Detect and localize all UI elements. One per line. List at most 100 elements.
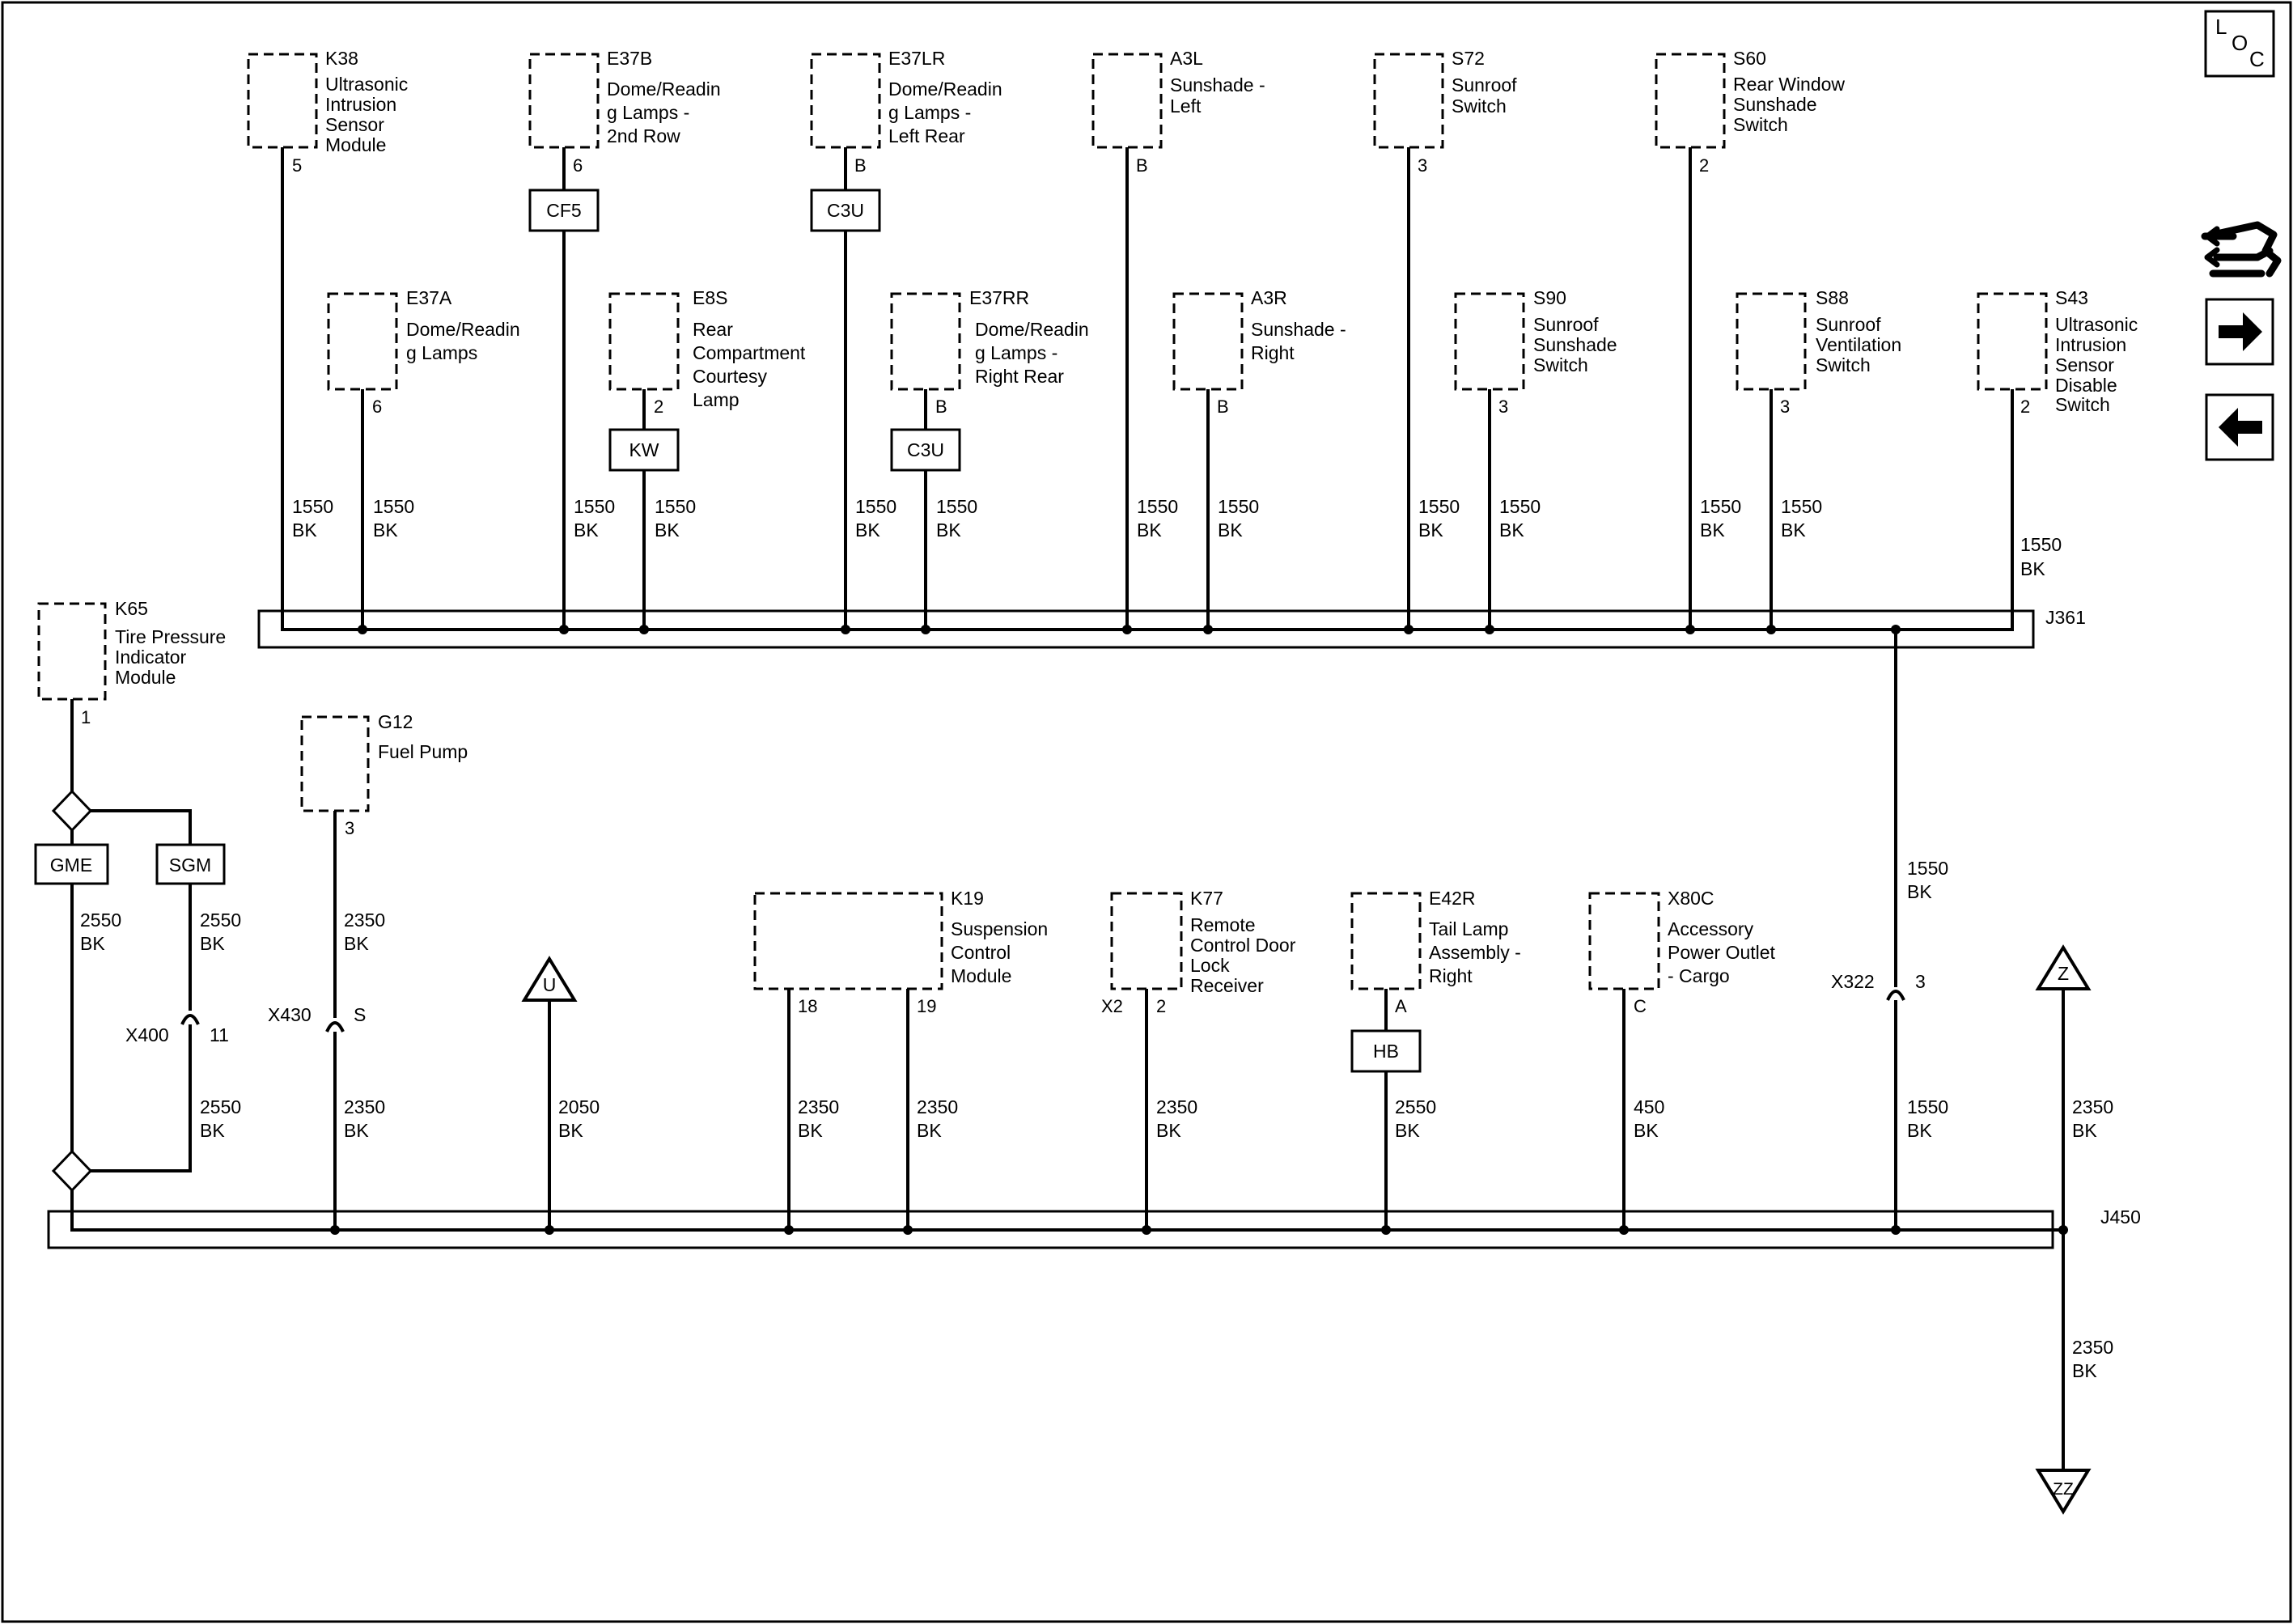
pin-label: 6 xyxy=(372,396,382,417)
reference-z[interactable]: Z xyxy=(2035,944,2092,990)
connector-c3u-top: C3U xyxy=(810,189,881,232)
loc-letter-c: C xyxy=(2249,47,2265,71)
svg-text:1550: 1550 xyxy=(1781,496,1822,517)
reference-zz[interactable]: ZZ xyxy=(2035,1469,2092,1515)
svg-text:BK: BK xyxy=(1137,519,1162,541)
svg-text:2550: 2550 xyxy=(80,910,121,931)
reference-u[interactable]: U xyxy=(521,956,578,1002)
component-k38[interactable]: K38 Ultrasonic Intrusion Sensor Module 5 xyxy=(247,48,413,176)
svg-text:3: 3 xyxy=(1915,971,1926,992)
component-x80c[interactable]: X80C Accessory Power Outlet - Cargo C xyxy=(1588,888,1780,1016)
svg-text:BK: BK xyxy=(1907,881,1932,902)
component-k19[interactable]: K19 Suspension Control Module 18 19 xyxy=(753,888,1053,1016)
component-s43[interactable]: S43 Ultrasonic Intrusion Sensor Disable … xyxy=(1977,287,2143,417)
wiring-harness-icon[interactable] xyxy=(2201,221,2282,278)
component-s88[interactable]: S88 Sunroof Ventilation Switch 3 xyxy=(1736,287,1907,417)
splice-j361[interactable]: J361 xyxy=(257,607,2086,649)
svg-text:450: 450 xyxy=(1634,1096,1664,1117)
previous-page-button[interactable] xyxy=(2205,393,2274,461)
svg-text:Sunroof Switch: Sunroof Switch xyxy=(1452,74,1522,117)
inline-connector-x400 xyxy=(180,1014,200,1025)
component-s72[interactable]: S72 Sunroof Switch 3 xyxy=(1373,48,1522,176)
component-k77[interactable]: K77 Remote Control Door Lock Receiver X2… xyxy=(1101,888,1301,1016)
svg-text:BK: BK xyxy=(80,933,105,954)
svg-text:BK: BK xyxy=(373,519,398,541)
svg-text:BK: BK xyxy=(200,1120,225,1141)
option-diamond-bottom xyxy=(51,1149,93,1193)
component-e37rr[interactable]: E37RR Dome/Readin g Lamps - Right Rear B xyxy=(890,287,1094,417)
svg-text:Accessory Power Outlet: Accessory Power Outlet - Cargo xyxy=(1668,918,1780,986)
svg-text:Remote Control Door: Remote Control Door Lock Receiver xyxy=(1190,914,1301,996)
svg-text:2350: 2350 xyxy=(798,1096,839,1117)
svg-text:G12: G12 xyxy=(378,711,413,732)
location-button[interactable]: L O C xyxy=(2204,10,2275,78)
svg-text:Ultrasonic Intrusion: Ultrasonic Intrusion Sensor Disable Swit… xyxy=(2055,314,2143,415)
svg-text:S: S xyxy=(354,1004,366,1025)
component-s90[interactable]: S90 Sunroof Sunshade Switch 3 xyxy=(1454,287,1622,417)
svg-text:K19: K19 xyxy=(951,888,984,909)
svg-text:Tire Pressure Indicator: Tire Pressure Indicator Module xyxy=(115,626,231,688)
svg-text:Tail Lamp Assembly -: Tail Lamp Assembly - Right xyxy=(1429,918,1526,986)
svg-text:1550: 1550 xyxy=(1499,496,1541,517)
component-id: K38 xyxy=(325,48,358,69)
svg-text:1550: 1550 xyxy=(292,496,333,517)
connector-kw: KW xyxy=(608,428,680,472)
component-a3l[interactable]: A3L Sunshade - Left B xyxy=(1091,48,1270,176)
component-k65[interactable]: K65 Tire Pressure Indicator Module 1 xyxy=(37,598,231,727)
svg-text:1550: 1550 xyxy=(936,496,977,517)
svg-text:BK: BK xyxy=(558,1120,583,1141)
svg-text:2: 2 xyxy=(1156,996,1166,1016)
connector-cf5: CF5 xyxy=(528,189,600,232)
svg-text:E37RR: E37RR xyxy=(969,287,1029,308)
inline-connector-x322 xyxy=(1886,990,1905,1001)
pin-label: B xyxy=(935,396,947,417)
k65-wiring: GME SGM 2550 BK 2550 BK X400 11 2550 BK xyxy=(34,699,241,1228)
pin-label: 3 xyxy=(1418,155,1427,176)
svg-text:A3L: A3L xyxy=(1170,48,1203,69)
svg-text:2350: 2350 xyxy=(2072,1096,2113,1117)
svg-text:C: C xyxy=(1634,996,1647,1016)
svg-text:1550: 1550 xyxy=(373,496,414,517)
svg-text:Sunroof Sunshade S: Sunroof Sunshade Switch xyxy=(1533,314,1622,375)
svg-text:GME: GME xyxy=(50,854,92,876)
component-g12[interactable]: G12 Fuel Pump 3 xyxy=(300,711,468,838)
splice-j450[interactable]: J450 xyxy=(47,1206,2141,1249)
component-s60[interactable]: S60 Rear Window Sunshade Switch 2 xyxy=(1655,48,1850,176)
svg-text:11: 11 xyxy=(210,1024,229,1045)
pin-label: 5 xyxy=(292,155,302,176)
svg-text:2050: 2050 xyxy=(558,1096,600,1117)
component-e37lr[interactable]: E37LR Dome/Readin g Lamps - Left Rear B xyxy=(810,48,1007,176)
svg-text:Dome/Readin g Lamps: Dome/Readin g Lamps xyxy=(406,319,525,363)
svg-text:2550: 2550 xyxy=(200,1096,241,1117)
svg-text:A3R: A3R xyxy=(1251,287,1287,308)
svg-text:X430: X430 xyxy=(268,1004,312,1025)
svg-text:2350: 2350 xyxy=(344,1096,385,1117)
svg-text:BK: BK xyxy=(344,933,369,954)
svg-text:BK: BK xyxy=(1395,1120,1420,1141)
svg-text:BK: BK xyxy=(292,519,317,541)
option-gme xyxy=(34,843,109,885)
pin-label: 3 xyxy=(1780,396,1790,417)
svg-text:Dome/Readin g Lamps -: Dome/Readin g Lamps - Right Rear xyxy=(975,319,1094,387)
svg-text:1550: 1550 xyxy=(1137,496,1178,517)
svg-text:BK: BK xyxy=(1218,519,1243,541)
svg-text:U: U xyxy=(543,974,557,995)
svg-text:1550: 1550 xyxy=(855,496,896,517)
svg-text:BK: BK xyxy=(2020,558,2045,579)
svg-text:S72: S72 xyxy=(1452,48,1485,69)
component-e42r[interactable]: E42R Tail Lamp Assembly - Right A xyxy=(1350,888,1526,1016)
pin-label: B xyxy=(854,155,867,176)
component-a3r[interactable]: A3R Sunshade - Right B xyxy=(1172,287,1351,417)
svg-text:2350: 2350 xyxy=(917,1096,958,1117)
svg-text:S60: S60 xyxy=(1733,48,1766,69)
svg-text:Fuel Pump: Fuel Pump xyxy=(378,741,468,762)
svg-text:BK: BK xyxy=(855,519,880,541)
component-e37a[interactable]: E37A Dome/Readin g Lamps 6 xyxy=(327,287,525,417)
component-e8s[interactable]: E8S Rear Compartment Courtesy Lamp 2 xyxy=(608,287,811,417)
next-page-button[interactable] xyxy=(2205,298,2274,366)
svg-text:BK: BK xyxy=(936,519,961,541)
component-e37b[interactable]: E37B Dome/Readin g Lamps - 2nd Row 6 xyxy=(528,48,726,176)
svg-text:BK: BK xyxy=(344,1120,369,1141)
